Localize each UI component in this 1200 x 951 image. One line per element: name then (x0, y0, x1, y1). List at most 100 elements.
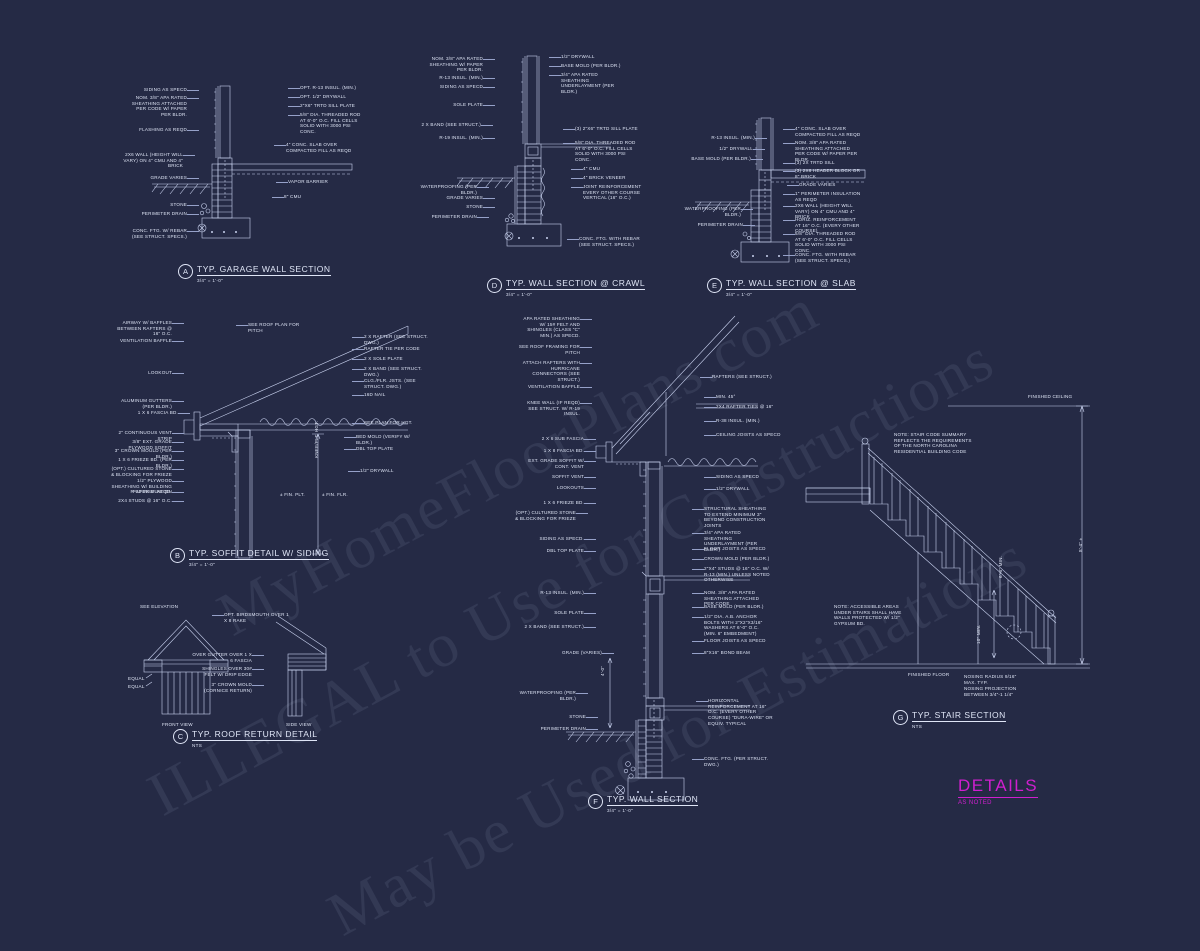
callout-label: OPT. R-13 INSUL. (MIN.) (288, 85, 366, 91)
callout-label: STRUCTURAL SHEATHING TO EXTEND MINIMUM 3… (692, 506, 770, 529)
detail-a-garage-wall-section: SIDING AS SPECD NOM. 3/8" APA RATED SHEAT… (118, 78, 378, 293)
callout-label: ± FIN. PLT. (280, 492, 305, 497)
callout-label: GRADE VARIES (125, 175, 199, 181)
callout-label: 3/4" APA RATED SHEATHING UNDERLAYMENT (P… (549, 72, 627, 95)
callout-label: 1/2" DRYWALL (348, 468, 426, 474)
callout-label: SIDING AS SPECD (125, 87, 199, 93)
wall-section-crawl-drawing (456, 55, 611, 247)
callout-label: ± FIN. FLR. (322, 492, 348, 497)
detail-letter-badge: A (178, 264, 193, 279)
callout-label: R-38 INSUL. (MIN.) (704, 418, 782, 424)
soffit-detail-drawing (183, 325, 409, 559)
detail-scale: 3/4" = 1'-0" (607, 807, 633, 813)
callout-label: 3/4" APA RATED SHEATHING UNDERLAYMENT (P… (692, 530, 770, 553)
detail-scale: 3/4" = 1'-0" (197, 277, 223, 283)
detail-letter-badge: C (173, 729, 188, 744)
callout-label: OPT. BIRDSMOUTH OVER 1 x 8 RAKE (212, 612, 289, 623)
callout-label: VENTILATION BAFFLE (518, 384, 592, 390)
blueprint-sheet: MyHomeFloorPlans.com ILLEGAL to Use for … (110, 54, 1098, 949)
callout-label: 1" PERIMETER INSULATION AS REQD (783, 191, 861, 202)
detail-c-roof-return: SEE ELEVATION OPT. BIRDSMOUTH OVER 1 x 8 … (128, 598, 358, 748)
detail-scale: 3/4" = 1'-0" (726, 291, 752, 297)
detail-a-title-block: A TYP. GARAGE WALL SECTION 3/4" = 1'-0" (178, 264, 331, 283)
callout-label: OVER GUTTER OVER 1 x 6 FASCIA (190, 652, 264, 663)
stair-section-drawing (805, 405, 1090, 669)
callout-label: RAFTERS (SEE STRUCT.) (700, 374, 778, 380)
callout-label: 3" CROWN MOLD (CORNICE RETURN) (190, 682, 264, 693)
callout-label: STONE (125, 202, 199, 208)
callout-label: 1 x 6 FASCIA BD. (116, 410, 190, 416)
callout-label: R-13 INSUL. (MIN.) (693, 135, 767, 141)
callout-label: SIDING AS SPECD (421, 84, 495, 90)
callout-label: HORIZONTAL REINFORCEMENT AT 16" O.C. (EV… (696, 698, 773, 726)
detail-e-title-block: E TYP. WALL SECTION @ SLAB 3/4" = 1'-0" (707, 278, 856, 297)
callout-label: KNEE/PLT. HGT. (314, 420, 319, 458)
callout-label: MIN. 45° (704, 394, 782, 400)
callout-label: 1/2" DIA. A.B. ANCHOR BOLTS WITH 2"x2"x3… (692, 614, 770, 637)
callout-label: (3) 2x6 HEADER BLOCK OR 8" BRICK (783, 168, 861, 179)
detail-scale: 3/4" = 1'-0" (189, 561, 215, 567)
callout-label: 2 x 6 SUB FASCIA (522, 436, 596, 442)
callout-label: (OPT.) CULTURED STONE & BLOCKING FOR FRI… (515, 510, 588, 521)
callout-label: 2 x BAND (SEE STRUCT.) (522, 624, 596, 630)
callout-label: NOSING PROJECTION BETWEEN 3/4"-1 1/4" (964, 686, 1017, 697)
callout-label: DBL TOP PLATE (522, 548, 596, 554)
detail-f-wall-section: APA RATED SHEATHING W/ 15# FELT AND SHIN… (500, 308, 840, 813)
callout-label: 2 X RAFTER (SEE STRUCT. DWG.) (352, 334, 430, 345)
callout-label: OPT. 1/2" DRYWALL (288, 94, 366, 100)
callout-label: 4'-0" (600, 665, 605, 676)
callout-label: EQUAL (128, 684, 145, 689)
callout-label: CLG./FLR. JSTS. (SEE STRUCT. DWG.) (352, 378, 430, 389)
callout-label: WATERPROOFING (PER BLDR.) (679, 206, 753, 217)
detail-d-title-block: D TYP. WALL SECTION @ CRAWL 3/4" = 1'-0" (487, 278, 646, 297)
callout-label: PERIMETER DRAIN (524, 726, 598, 732)
detail-title: TYP. WALL SECTION @ SLAB (726, 278, 856, 290)
sheet-title: DETAILS (958, 776, 1039, 798)
callout-label: 2x6 WALL (HEIGHT WILL VARY) ON 4" CMU AN… (783, 203, 861, 220)
callout-label: SHINGLES OVER 30# FELT W/ DRIP EDGE (190, 666, 264, 677)
callout-label: 2"x4" STUDS @ 16" O.C. W/ R-13 (MIN.) UN… (692, 566, 770, 583)
callout-label: 1/2" PLYWOOD SHEATHING W/ BUILDING PAPER… (111, 478, 184, 495)
callout-label: WATERPROOFING (PER BLDR.) (415, 184, 489, 195)
detail-scale: 3/4" = 1'-0" (506, 291, 532, 297)
callout-label: 2x4 STUDS @ 16" O.C. (110, 498, 184, 504)
callout-label: 1/2" DRYWALL (549, 54, 627, 60)
callout-label: 2"x6" TRTD SILL PLATE (288, 103, 366, 109)
detail-c-title-block: C TYP. ROOF RETURN DETAIL NTS (173, 729, 318, 748)
callout-label: SIDING AS SPECD (704, 474, 782, 480)
callout-label: GRADE VARIES (421, 195, 495, 201)
callout-label: 3/8" EXT. GRADE PLYWOOD SOFFIT (110, 439, 184, 450)
detail-title: TYP. GARAGE WALL SECTION (197, 264, 331, 276)
callout-label: NOM. 3/8" APA RATED SHEATHING ATTACHED P… (692, 590, 770, 607)
callout-label: BASE MOLD (PER BLDR.) (689, 156, 763, 162)
callout-label: 8" CMU (272, 194, 350, 200)
callout-label: PERIMETER DRAIN (681, 222, 755, 228)
detail-b-title-block: B TYP. SOFFIT DETAIL W/ SIDING 3/4" = 1'… (170, 548, 329, 567)
callout-label: WATERPROOFING (PER BLDR.) (514, 690, 588, 701)
callout-label: NOM. 3/8" APA RATED SHEATHING ATTACHED P… (125, 95, 199, 118)
callout-label: SEE ROOF FRAMING FOR PITCH (518, 344, 592, 355)
detail-f-title-block: F TYP. WALL SECTION 3/4" = 1'-0" (588, 794, 699, 813)
callout-label: R-19 INSUL. (MIN.) (421, 135, 495, 141)
callout-label: LOOKOUT (110, 370, 184, 376)
callout-label: 1 x 8 FASCIA BD. (522, 448, 596, 454)
callout-label: NOSING RADIUS 9/16" MAX. TYP. (964, 674, 1017, 685)
callout-label: FLOOR JOISTS AS SPECD (692, 638, 770, 644)
callout-label: FINISHED FLOOR (908, 672, 950, 677)
callout-label: BED MOLD (VERIFY W/ BLDR.) (344, 434, 422, 445)
callout-label: HORIZ. REINFORCEMENT AT 16" O.C. (EVERY … (783, 217, 860, 234)
callout-label: CONC. FTG. WITH REBAR (SEE STRUCT. SPECS… (567, 236, 645, 247)
detail-e-wall-section-slab: R-13 INSUL. (MIN.) 1/2" DRYWALL BASE MOLD … (665, 110, 895, 297)
callout-label: R-13 INSUL. (MIN.) (522, 590, 596, 596)
callout-label: 6'-8" MIN. (998, 555, 1003, 578)
callout-label: 1/2" DRYWALL (704, 486, 782, 492)
callout-label: 1/2" DRYWALL (691, 146, 765, 152)
callout-label: SEE ROOF PLAN FOR PITCH (236, 322, 314, 333)
callout-label: EQUAL (128, 676, 145, 681)
callout-label: KNEE WALL (IF REQD) SEE STRUCT. W/ R-19 … (518, 400, 592, 417)
callout-label: SIDE VIEW (286, 722, 312, 727)
callout-label: (3) 2x TRTD SILL (783, 160, 861, 166)
callout-label: R-13 INSUL. (MIN.) (421, 75, 495, 81)
callout-label: SEE ELEVATION (140, 604, 179, 609)
